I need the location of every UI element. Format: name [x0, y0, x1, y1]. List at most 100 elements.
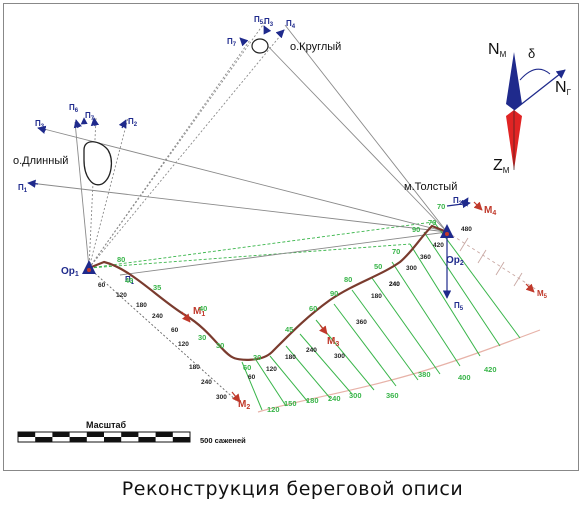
scale-cell	[86, 432, 104, 437]
black-number: 420	[433, 242, 444, 249]
black-number: 240	[201, 379, 212, 386]
green-number: 30	[253, 353, 261, 362]
black-number: 120	[116, 292, 127, 299]
svg-text:П5: П5	[254, 15, 264, 26]
figure-caption: Реконструкция береговой описи	[121, 478, 464, 500]
black-number: 60	[248, 374, 256, 381]
svg-text:M2: M2	[238, 399, 250, 411]
black-number: 480	[461, 226, 472, 233]
green-number: 40	[125, 276, 133, 285]
black-number: 60	[171, 327, 179, 334]
scale-cell	[35, 437, 53, 442]
green-number: 70	[392, 247, 400, 256]
green-number: 180	[306, 396, 319, 405]
green-number: 300	[349, 391, 362, 400]
svg-text:M3: M3	[327, 336, 339, 348]
green-number: 45	[285, 325, 293, 334]
black-number: 120	[266, 366, 277, 373]
scale-bar: Масштаб 500 саженей	[17, 420, 246, 445]
compass-declination: δ	[528, 46, 535, 61]
green-number: 80	[117, 255, 125, 264]
black-distance-numbers: 60 120 180 240 60 120 180 240 300 60 120 180 240 300 3…	[98, 226, 472, 401]
green-number: 90	[330, 289, 338, 298]
bearing-labels: П7 П5 П3 П4 П6 П7 П2 П3 П1 П1 П2 П5	[18, 15, 464, 312]
black-number: 180	[136, 302, 147, 309]
green-number: 35	[153, 283, 161, 292]
green-number: 50	[374, 262, 382, 271]
green-number: 240	[328, 394, 341, 403]
svg-text:П7: П7	[85, 111, 95, 122]
black-number: 240	[152, 313, 163, 320]
green-survey-numbers: 8040357030403060304560908050709070120150…	[117, 202, 497, 414]
green-number: 420	[484, 365, 497, 374]
black-number: 60	[98, 282, 106, 289]
lake-long-shape	[83, 141, 113, 186]
lake-round-label: о.Круглый	[290, 41, 341, 53]
green-number: 70	[437, 202, 445, 211]
green-number: 360	[386, 391, 399, 400]
cape-thick-label: м.Толстый	[404, 181, 457, 193]
scale-cell	[155, 432, 173, 437]
green-number: 400	[458, 373, 471, 382]
markers-m: M1 M2 M3 M4 M5	[181, 201, 548, 411]
scale-cell	[121, 432, 139, 437]
bearing-tips	[27, 25, 471, 299]
green-number: 60	[309, 304, 317, 313]
op1-route-line	[88, 267, 239, 403]
svg-text:Op2: Op2	[446, 255, 464, 267]
svg-text:M5: M5	[537, 289, 548, 300]
black-number: 300	[334, 353, 345, 360]
scale-cell	[104, 437, 122, 442]
green-number: 120	[267, 405, 280, 414]
terrain-contour	[257, 329, 541, 413]
scale-cell	[69, 437, 87, 442]
scale-cell	[138, 437, 156, 442]
svg-text:П5: П5	[454, 301, 464, 312]
green-number: 60	[243, 363, 251, 372]
lake-round-shape	[251, 38, 269, 54]
black-number: 360	[420, 254, 431, 261]
svg-text:П1: П1	[18, 183, 28, 194]
black-number: 360	[356, 319, 367, 326]
black-number: 240	[306, 347, 317, 354]
green-number: 30	[216, 341, 224, 350]
station-op1: Op1	[61, 260, 96, 278]
green-number: 40	[199, 304, 207, 313]
green-number: 150	[284, 399, 297, 408]
black-number: 240	[389, 281, 400, 288]
black-number: 180	[189, 364, 200, 371]
green-number: 380	[418, 370, 431, 379]
scale-label: 500 саженей	[200, 436, 246, 445]
lake-long-label: о.Длинный	[13, 155, 68, 167]
compass-north-magnetic: NM	[488, 41, 507, 59]
scale-cell	[172, 437, 190, 442]
green-number: 90	[412, 225, 420, 234]
black-number: 120	[178, 341, 189, 348]
compass: δ NM NГ ZM	[488, 41, 572, 175]
compass-south: ZM	[493, 157, 510, 175]
survey-lines	[241, 221, 521, 411]
op1-bearing-lines	[74, 21, 434, 269]
green-number: 70	[428, 218, 436, 227]
scale-title: Масштаб	[86, 420, 127, 430]
svg-text:П7: П7	[227, 37, 237, 48]
svg-text:П2: П2	[128, 117, 138, 128]
svg-text:П3: П3	[264, 17, 274, 28]
svg-text:Op1: Op1	[61, 266, 79, 278]
coastal-survey-diagram: о.Круглый о.Длинный м.Толстый П7 П5 П3 П…	[13, 15, 572, 445]
svg-text:П4: П4	[286, 19, 296, 30]
diagram-frame	[3, 3, 579, 471]
svg-text:M1: M1	[193, 306, 205, 318]
coastline	[88, 224, 448, 361]
black-number: 180	[371, 293, 382, 300]
green-number: 30	[198, 333, 206, 342]
scale-cell	[18, 432, 36, 437]
svg-text:M4: M4	[484, 205, 496, 217]
black-number: 240	[389, 281, 400, 288]
svg-text:П1: П1	[125, 275, 135, 286]
scale-cell	[52, 432, 70, 437]
black-number: 300	[216, 394, 227, 401]
green-number: 80	[344, 275, 352, 284]
station-op2: Op2	[440, 224, 464, 267]
op2-m5-line	[446, 231, 541, 293]
